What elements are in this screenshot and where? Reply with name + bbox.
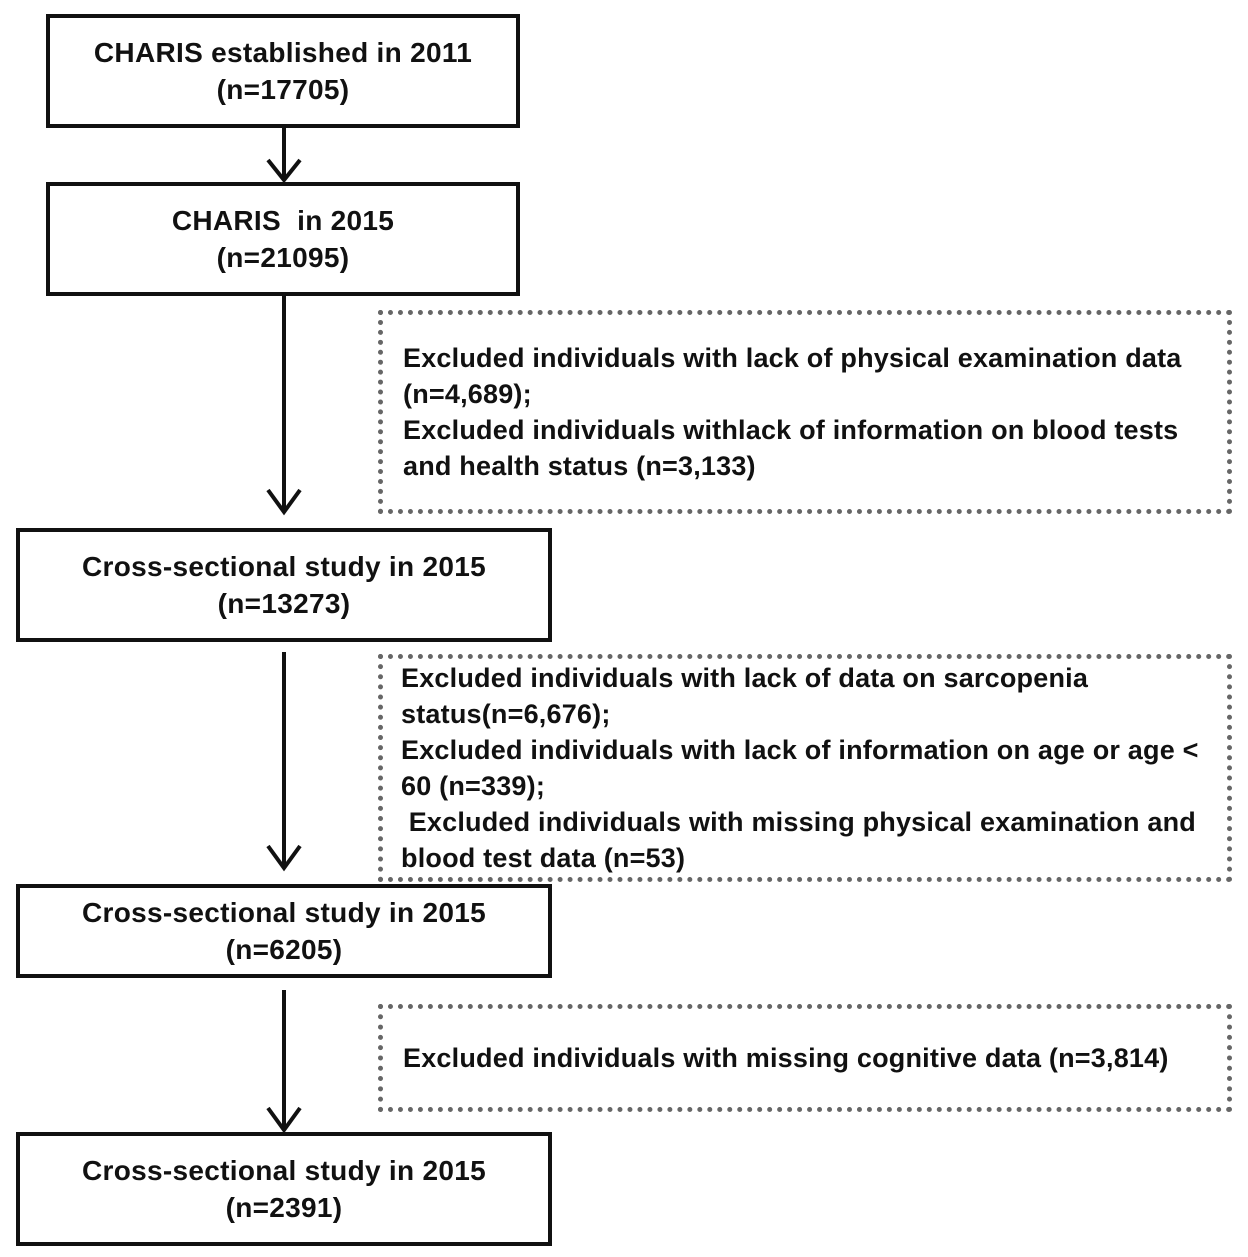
exclusion-box-2: Excluded individuals with lack of data o…: [378, 654, 1232, 882]
arrowhead-2: [266, 488, 302, 516]
box-title: CHARIS in 2015: [171, 205, 395, 236]
exclusion-line: Excluded individuals with missing cognit…: [403, 1043, 1169, 1073]
box-count: (n=21095): [216, 242, 350, 273]
box-title: Cross-sectional study in 2015: [82, 1155, 486, 1186]
box-count: (n=6205): [225, 934, 343, 965]
box-charis-2015: CHARIS in 2015 (n=21095): [46, 182, 520, 296]
box-count: (n=2391): [225, 1192, 343, 1223]
box-cross-sectional-6205: Cross-sectional study in 2015 (n=6205): [16, 884, 552, 978]
exclusion-box-3: Excluded individuals with missing cognit…: [378, 1004, 1232, 1112]
arrowhead-1: [266, 158, 302, 184]
box-charis-2011: CHARIS established in 2011 (n=17705): [46, 14, 520, 128]
exclusion-line: Excluded individuals with missing physic…: [401, 807, 1204, 873]
box-title: Cross-sectional study in 2015: [82, 897, 486, 928]
exclusion-line: Excluded individuals withlack of informa…: [403, 415, 1179, 481]
box-title: Cross-sectional study in 2015: [82, 551, 486, 582]
exclusion-line: Excluded individuals with lack of physic…: [403, 343, 1182, 409]
arrowhead-3: [266, 844, 302, 872]
exclusion-line: Excluded individuals with lack of data o…: [401, 663, 1089, 729]
exclusion-box-1: Excluded individuals with lack of physic…: [378, 310, 1232, 514]
exclusion-line: Excluded individuals with lack of inform…: [401, 735, 1199, 801]
box-count: (n=13273): [217, 588, 351, 619]
box-title: CHARIS established in 2011: [93, 37, 473, 68]
box-count: (n=17705): [216, 74, 350, 105]
arrowhead-4: [266, 1106, 302, 1134]
box-cross-sectional-2391: Cross-sectional study in 2015 (n=2391): [16, 1132, 552, 1246]
box-cross-sectional-13273: Cross-sectional study in 2015 (n=13273): [16, 528, 552, 642]
